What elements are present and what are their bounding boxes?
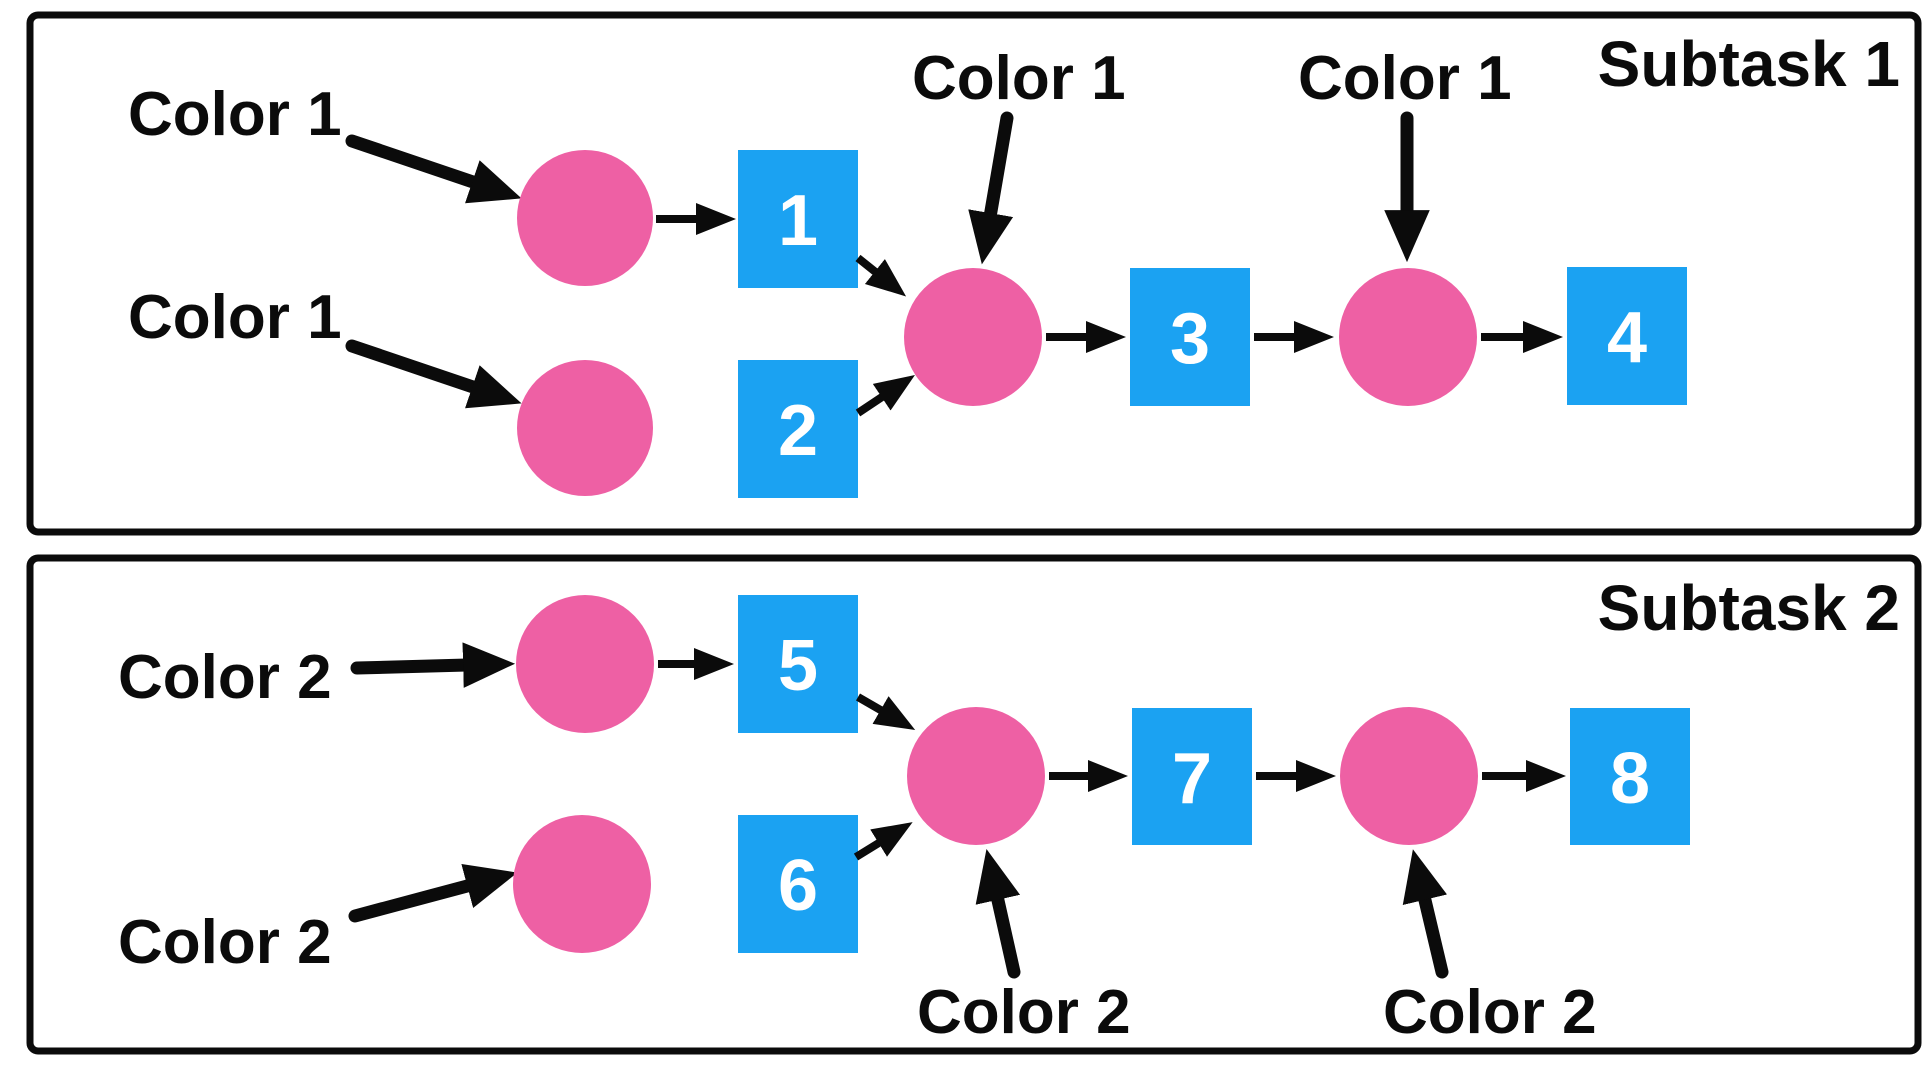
place-circle	[517, 150, 653, 286]
box-number: 3	[1170, 299, 1210, 379]
place-circle	[513, 815, 651, 953]
color-label: Color 2	[118, 643, 332, 712]
action-box-1: 1	[738, 150, 858, 288]
action-box-5: 5	[738, 595, 858, 733]
color-label: Color 2	[118, 908, 332, 977]
action-box-3: 3	[1130, 268, 1250, 406]
annotation-arrow	[975, 849, 1021, 979]
place-circle	[1339, 268, 1477, 406]
box-number: 2	[778, 391, 818, 471]
color-label: Color 1	[912, 44, 1126, 113]
flow-arrow	[855, 375, 915, 417]
place-circle	[1340, 707, 1478, 845]
panel-subtask-1-border	[26, 11, 1922, 536]
box-number: 8	[1610, 739, 1650, 819]
panel-title: Subtask 2	[1598, 572, 1900, 644]
action-box-8: 8	[1570, 708, 1690, 845]
annotation-arrow	[1402, 849, 1449, 979]
action-box-7: 7	[1132, 708, 1252, 845]
panel-title: Subtask 1	[1598, 28, 1900, 100]
annotation-arrow	[345, 339, 522, 409]
flow-arrow	[856, 693, 916, 730]
box-number: 6	[778, 846, 818, 926]
annotation-arrow	[968, 111, 1014, 265]
color-label: Color 1	[1298, 44, 1512, 113]
action-box-6: 6	[738, 815, 858, 953]
action-box-4: 4	[1567, 267, 1687, 405]
action-box-2: 2	[738, 360, 858, 498]
box-number: 5	[778, 626, 818, 706]
place-circle-merge	[904, 268, 1042, 406]
box-number: 7	[1172, 739, 1212, 819]
flow-arrow	[855, 254, 907, 297]
box-number: 1	[778, 181, 818, 261]
color-label: Color 2	[1383, 978, 1597, 1047]
place-circle	[517, 360, 653, 496]
annotation-arrow	[348, 864, 518, 923]
color-label: Color 1	[128, 80, 342, 149]
color-label: Color 2	[917, 978, 1131, 1047]
annotation-arrow	[345, 134, 522, 204]
flow-arrow	[853, 822, 913, 861]
annotation-arrow	[350, 642, 516, 688]
place-circle	[516, 595, 654, 733]
box-number: 4	[1607, 298, 1647, 378]
color-label: Color 1	[128, 283, 342, 352]
place-circle-merge	[907, 707, 1045, 845]
panel-subtask-2-border	[26, 554, 1922, 1055]
